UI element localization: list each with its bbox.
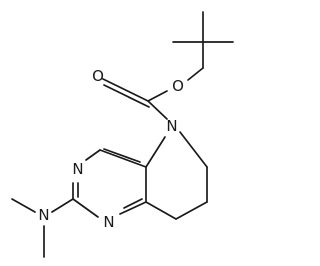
carbonyl-oxygen-label: O [92,67,104,85]
ester-oxygen-label: O [172,77,184,95]
pyrimidine-nitrogen-n3-label: N [72,160,83,178]
carbonyl-double-bond-b [103,84,150,108]
pyrimidine-nitrogen-n1-label: N [103,213,114,231]
ester-o-to-carbonyl-bond [147,90,168,102]
c2-to-n1-bond [72,198,99,218]
c8-to-c8a-bond [145,201,177,220]
c4-to-n3-bond [85,149,101,161]
c4a-to-c4-bond [99,149,147,168]
c4a-to-n5-bond [145,136,166,168]
n5-to-c6-bond [179,131,208,168]
molecule-structure: O O N N N N [11,11,234,258]
atom-labels: O O N N N N [38,67,184,231]
ring-nitrogen-n5-label: N [166,117,177,135]
dimethylamino-nitrogen-label: N [38,206,49,224]
n-methyl-bond-left [11,198,36,213]
carbonyl-to-n5-bond [147,100,168,120]
c2-to-nme2-bond [51,198,74,213]
bond-lines [11,11,234,258]
c7-to-c8-bond [175,201,208,220]
c4a-c4-double-bond-inner [103,148,141,163]
quaternary-c-to-ester-o-bond [187,67,204,81]
n1-c8a-double-bond-inner [123,198,143,209]
carbonyl-double-bond-a [102,78,149,102]
n1-to-c8a-bond [119,201,147,215]
